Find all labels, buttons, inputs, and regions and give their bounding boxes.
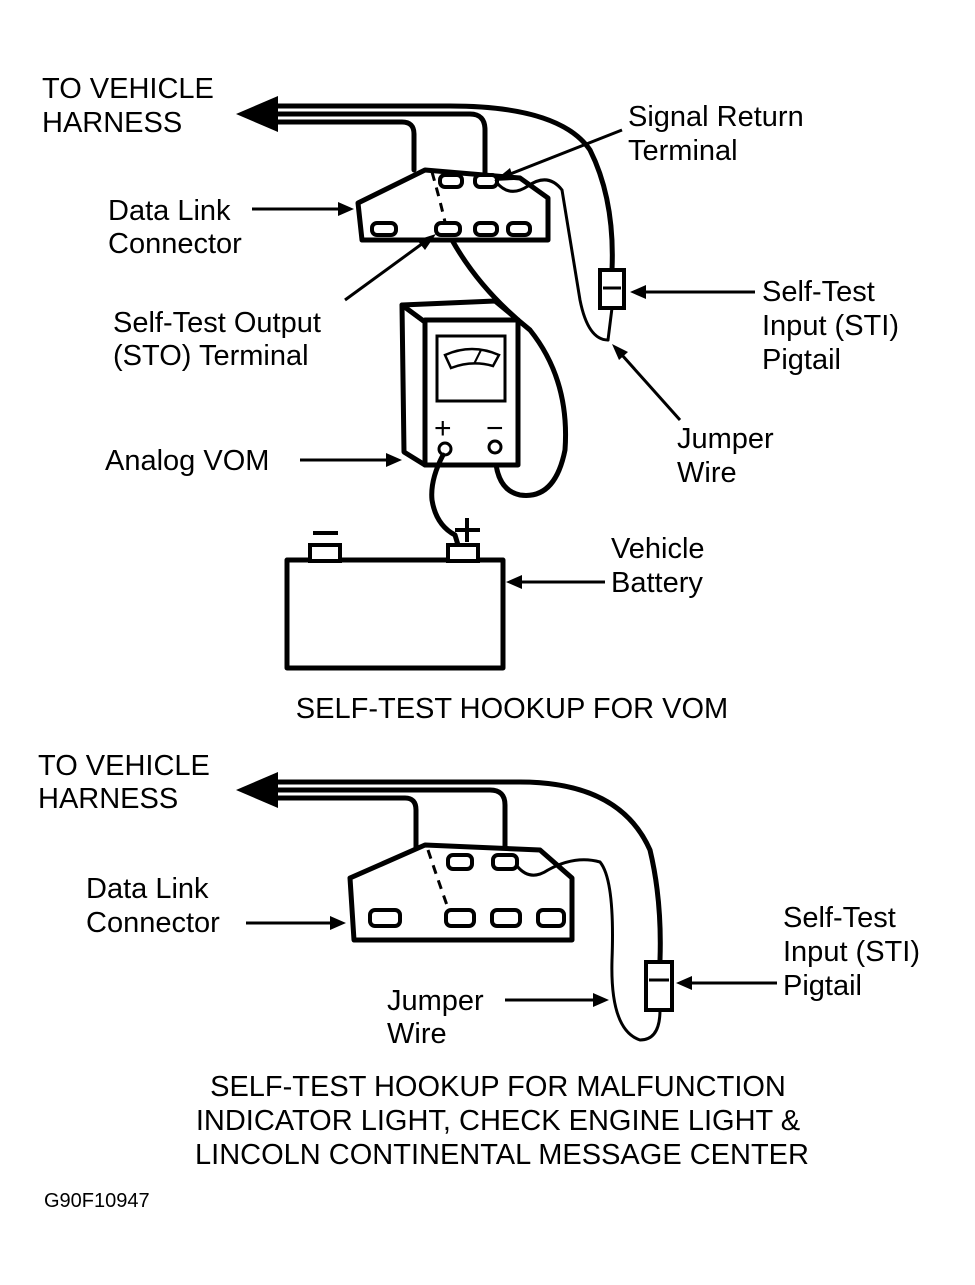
battery-positive-post [446, 543, 480, 563]
connector-pin [491, 853, 519, 871]
bottom-harness-wire-middle [273, 787, 508, 858]
figure-code: G90F10947 [44, 1190, 150, 1212]
jumper-wire [495, 178, 610, 342]
vom-to-battery-positive-wire [429, 452, 461, 548]
vom-display [435, 334, 507, 403]
vom-label: Analog VOM [105, 445, 269, 477]
bottom-caption-line2: INDICATOR LIGHT, CHECK ENGINE LIGHT & [196, 1105, 800, 1137]
bottom-caption-line1: SELF-TEST HOOKUP FOR MALFUNCTION [210, 1071, 786, 1103]
bottom-dlc-label-line2: Connector [86, 907, 220, 939]
vom-arrowhead-icon [386, 453, 402, 467]
bottom-harness-label-line1: TO VEHICLE [38, 750, 210, 782]
internal-dashed-line [430, 171, 447, 223]
sto-label-line1: Self-Test Output [113, 307, 321, 339]
bottom-jumper-label-line2: Wire [387, 1018, 447, 1050]
signal-return-label-line1: Signal Return [628, 101, 804, 133]
connector-pin [438, 173, 464, 189]
connector-pin [446, 853, 474, 871]
signal-return-arrowhead-icon [494, 168, 514, 181]
harness-wire-outer [273, 103, 615, 273]
connector-pin [444, 908, 476, 928]
meter-dial-icon [443, 347, 501, 370]
analog-vom: + − [399, 298, 521, 468]
vehicle-battery [284, 518, 506, 671]
jumper-label-line2: Wire [677, 457, 737, 489]
bottom-dlc-label-line1: Data Link [86, 873, 209, 905]
dlc-label-line1: Data Link [108, 195, 231, 227]
jumper-label-line1: Jumper [677, 423, 774, 455]
vom-side [399, 302, 428, 468]
dlc-label-line2: Connector [108, 228, 242, 260]
bottom-jumper-label-line1: Jumper [387, 985, 484, 1017]
bottom-diagram: TO VEHICLE HARNESS Data Link Connector S… [38, 750, 920, 1171]
bottom-jumper-wire [515, 858, 662, 1042]
bottom-sti-label-line2: Input (STI) [783, 936, 920, 968]
pigtail-lead [606, 306, 614, 342]
bottom-dlc-arrowhead-icon [330, 916, 346, 930]
jumper-arrowhead-icon [612, 344, 628, 360]
vom-negative-terminal [487, 439, 503, 455]
bottom-harness-wire-outer [273, 779, 663, 963]
bottom-sti-arrowhead-icon [676, 976, 692, 990]
bottom-caption-line3: LINCOLN CONTINENTAL MESSAGE CENTER [195, 1139, 809, 1171]
jumper-arrow-line [620, 354, 682, 421]
connector-pin [368, 908, 402, 928]
sto-label-line2: (STO) Terminal [113, 340, 309, 372]
signal-return-pin [473, 173, 499, 189]
signal-return-label-line2: Terminal [628, 135, 738, 167]
sti-label-line2: Input (STI) [762, 310, 899, 342]
bottom-harness-label-line2: HARNESS [38, 783, 178, 815]
sto-pin [434, 221, 462, 237]
sti-arrowhead-icon [630, 285, 646, 299]
bottom-harness-arrowhead-icon [236, 772, 278, 808]
dlc-arrowhead-icon [338, 202, 354, 216]
vom-plus-sign: + [434, 412, 452, 445]
bottom-internal-dashed-line [426, 849, 450, 909]
signal-return-arrow-line [499, 128, 623, 180]
bottom-harness-wire-inner [273, 795, 419, 853]
top-caption: SELF-TEST HOOKUP FOR VOM [296, 693, 728, 725]
battery-label-line1: Vehicle [611, 533, 705, 565]
connector-pin [370, 221, 398, 237]
sto-arrow-line [344, 236, 431, 302]
connector-pin [536, 908, 566, 928]
connector-pin [506, 221, 532, 237]
harness-arrowhead-icon [236, 96, 278, 132]
battery-case [284, 557, 506, 671]
bottom-sti-label-line3: Pigtail [783, 970, 862, 1002]
vom-positive-terminal [437, 441, 453, 457]
battery-negative-post [308, 543, 342, 563]
bottom-jumper-arrowhead-icon [593, 993, 609, 1007]
battery-arrowhead-icon [506, 575, 522, 589]
meter-needle-icon [473, 349, 482, 365]
connector-pin [473, 221, 499, 237]
sto-arrowhead-icon [417, 234, 436, 250]
bottom-sti-label-line1: Self-Test [783, 902, 896, 934]
top-diagram: TO VEHICLE HARNESS Signal Return Termina… [42, 73, 899, 725]
connector-pin [490, 908, 522, 928]
vom-minus-sign: − [486, 412, 504, 445]
harness-label-line2: HARNESS [42, 107, 182, 139]
harness-label-line1: TO VEHICLE [42, 73, 214, 105]
bottom-sti-pigtail [644, 960, 674, 1012]
harness-wire-middle [273, 111, 488, 181]
sti-label-line1: Self-Test [762, 276, 875, 308]
battery-label-line2: Battery [611, 567, 703, 599]
sti-label-line3: Pigtail [762, 344, 841, 376]
harness-wire-inner [273, 119, 417, 173]
